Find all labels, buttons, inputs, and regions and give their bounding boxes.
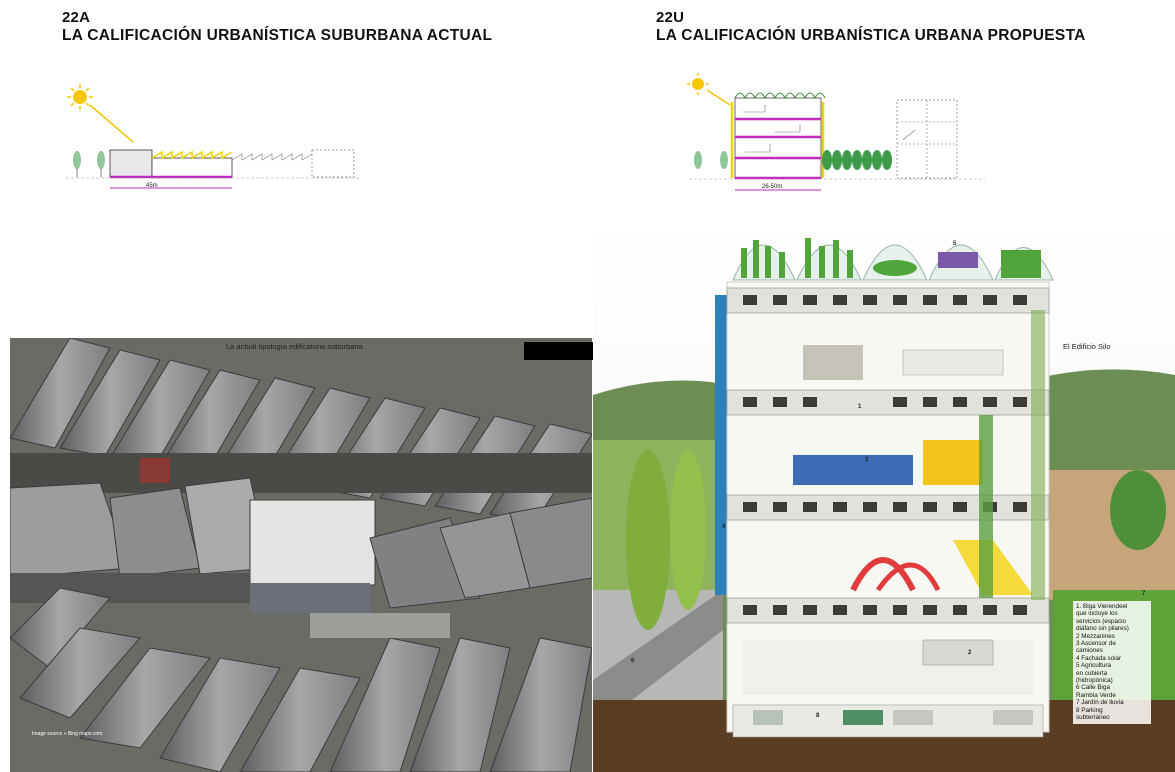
tree-row-icon	[822, 150, 892, 170]
sawtooth-roofs	[10, 338, 592, 772]
legend-line: 2 Mezzanines	[1076, 632, 1115, 640]
sun-icon	[67, 84, 93, 110]
legend-line: camiones	[1076, 647, 1103, 655]
aerial-photo	[10, 338, 592, 772]
legend-line: subterráneo	[1076, 714, 1110, 722]
left-section-diagram	[66, 84, 360, 189]
left-section-dimension: 45m	[146, 183, 158, 189]
building-legend: 1. Biga Vierendeel que incluye los servi…	[1073, 601, 1151, 724]
tree-icon	[73, 151, 81, 169]
callout-7: 7	[1142, 591, 1146, 597]
legend-line: (hidropónica)	[1076, 677, 1113, 685]
legend-line: 3 Ascensor de	[1076, 640, 1116, 648]
legend-line: servicios (espacio	[1076, 617, 1127, 625]
legend-line: en cubierta	[1076, 669, 1108, 677]
image-source: Image source » Bing maps.com	[32, 731, 103, 737]
legend-line: 6 Calle Biga	[1076, 684, 1110, 692]
left-code: 22A	[62, 9, 91, 26]
silo-building-illustration	[593, 210, 1175, 772]
tree-icon	[97, 151, 105, 169]
right-section-dimension: 26-50m	[762, 184, 783, 190]
right-code: 22U	[656, 9, 685, 26]
sun-icon	[687, 73, 709, 95]
tree-icon	[694, 151, 702, 169]
legend-line: 5 Agricultura	[1076, 662, 1112, 670]
legend-line: 1. Biga Vierendeel	[1076, 603, 1128, 610]
callout-3: 3	[865, 457, 869, 463]
legend-line: 4 Fachada solar	[1076, 654, 1122, 662]
legend-line: 7 Jardín de lluvia	[1076, 699, 1124, 707]
tree-icon	[720, 151, 728, 169]
callout-4: 4	[722, 524, 726, 530]
legend-line: Rambla Verde	[1076, 691, 1116, 699]
aerial-caption: La actual tipología edificatoria suburba…	[226, 342, 363, 351]
legend-line: que incluye los	[1076, 610, 1118, 618]
callout-6: 6	[631, 658, 635, 664]
right-section-diagram	[687, 73, 985, 191]
legend-line: 8 Parking	[1076, 706, 1103, 714]
callout-5: 5	[953, 241, 957, 247]
right-title: LA CALIFICACIÓN URBANÍSTICA URBANA PROPU…	[656, 27, 1086, 44]
callout-1: 1	[858, 404, 862, 410]
callout-8: 8	[816, 713, 820, 719]
callout-2: 2	[968, 650, 972, 656]
silo-caption: El Edificio Silo	[1063, 342, 1111, 351]
legend-line: diáfano sin pilares)	[1076, 625, 1129, 633]
left-title: LA CALIFICACIÓN URBANÍSTICA SUBURBANA AC…	[62, 27, 493, 44]
